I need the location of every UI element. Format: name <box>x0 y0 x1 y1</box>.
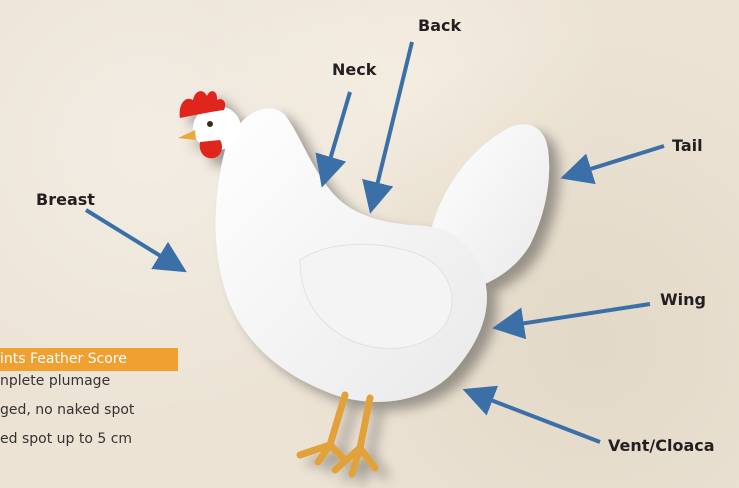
arrow-wing <box>500 304 650 327</box>
hen-illustration <box>178 91 549 474</box>
arrow-vent <box>470 392 600 442</box>
feather-score-title: ints Feather Score <box>0 348 178 371</box>
label-wing: Wing <box>660 290 706 309</box>
feather-score-line-1: nplete plumage <box>0 373 190 389</box>
hen-wattle <box>200 140 222 158</box>
arrow-neck <box>324 92 350 180</box>
hen-eye <box>207 121 213 127</box>
label-vent: Vent/Cloaca <box>608 436 715 455</box>
feather-score-line-3: ed spot up to 5 cm <box>0 431 190 447</box>
arrow-back <box>372 42 412 206</box>
arrow-breast <box>86 210 180 268</box>
label-neck: Neck <box>332 60 376 79</box>
arrow-tail <box>568 146 664 176</box>
hen-leg-left <box>300 395 345 462</box>
feather-score-line-2: ged, no naked spot <box>0 402 190 418</box>
label-breast: Breast <box>36 190 95 209</box>
label-back: Back <box>418 16 461 35</box>
label-tail: Tail <box>672 136 703 155</box>
hen-beak <box>178 130 196 140</box>
